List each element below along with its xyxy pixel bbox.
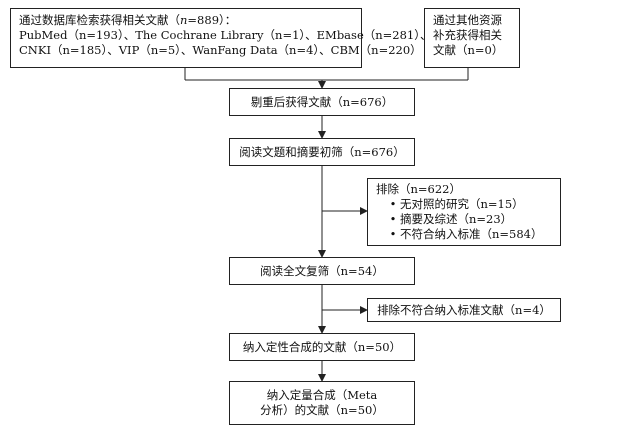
other-sources-line3: 文献（n=0） bbox=[433, 43, 504, 57]
bullet-icon: • bbox=[389, 227, 397, 241]
exclude2-box: 排除不符合纳入标准文献（n=4） bbox=[367, 298, 561, 322]
exclude2-text: 排除不符合纳入标准文献（n=4） bbox=[377, 302, 551, 317]
other-sources-line1: 通过其他资源 bbox=[433, 13, 502, 27]
bullet-icon: • bbox=[389, 197, 397, 211]
other-sources-line2: 补充获得相关 bbox=[433, 28, 502, 42]
db-search-box: 通过数据库检索获得相关文献（n=889）： PubMed（n=193）、The … bbox=[10, 8, 432, 68]
exclude1-item: •无对照的研究（n=15） bbox=[376, 197, 552, 212]
exclude1-box: 排除（n=622） •无对照的研究（n=15） •摘要及综述（n=23） •不符… bbox=[367, 178, 561, 246]
screen-box: 阅读文题和摘要初筛（n=676） bbox=[229, 138, 415, 166]
db-search-line1: 通过数据库检索获得相关文献（n=889）： bbox=[19, 13, 237, 27]
quantitative-box: 纳入定量合成（Meta 分析）的文献（n=50） bbox=[229, 381, 415, 425]
qualitative-text: 纳入定性合成的文献（n=50） bbox=[242, 339, 402, 354]
db-search-line2: PubMed（n=193）、The Cochrane Library（n=1）、… bbox=[19, 28, 432, 42]
exclude1-item: •摘要及综述（n=23） bbox=[376, 212, 552, 227]
qualitative-box: 纳入定性合成的文献（n=50） bbox=[229, 333, 415, 361]
fulltext-text: 阅读全文复筛（n=54） bbox=[260, 263, 384, 278]
other-sources-box: 通过其他资源 补充获得相关 文献（n=0） bbox=[424, 8, 520, 68]
quantitative-line2: 分析）的文献（n=50） bbox=[260, 403, 384, 417]
dedup-box: 剔重后获得文献（n=676） bbox=[229, 88, 415, 116]
exclude1-title: 排除（n=622） bbox=[376, 182, 461, 196]
db-search-line3: CNKI（n=185）、VIP（n=5）、WanFang Data（n=4）、C… bbox=[19, 43, 422, 57]
fulltext-box: 阅读全文复筛（n=54） bbox=[229, 257, 415, 285]
screen-text: 阅读文题和摘要初筛（n=676） bbox=[239, 144, 405, 159]
exclude1-item: •不符合纳入标准（n=584） bbox=[376, 227, 552, 242]
bullet-icon: • bbox=[389, 212, 397, 226]
quantitative-line1: 纳入定量合成（Meta bbox=[266, 388, 378, 402]
dedup-text: 剔重后获得文献（n=676） bbox=[250, 94, 394, 109]
